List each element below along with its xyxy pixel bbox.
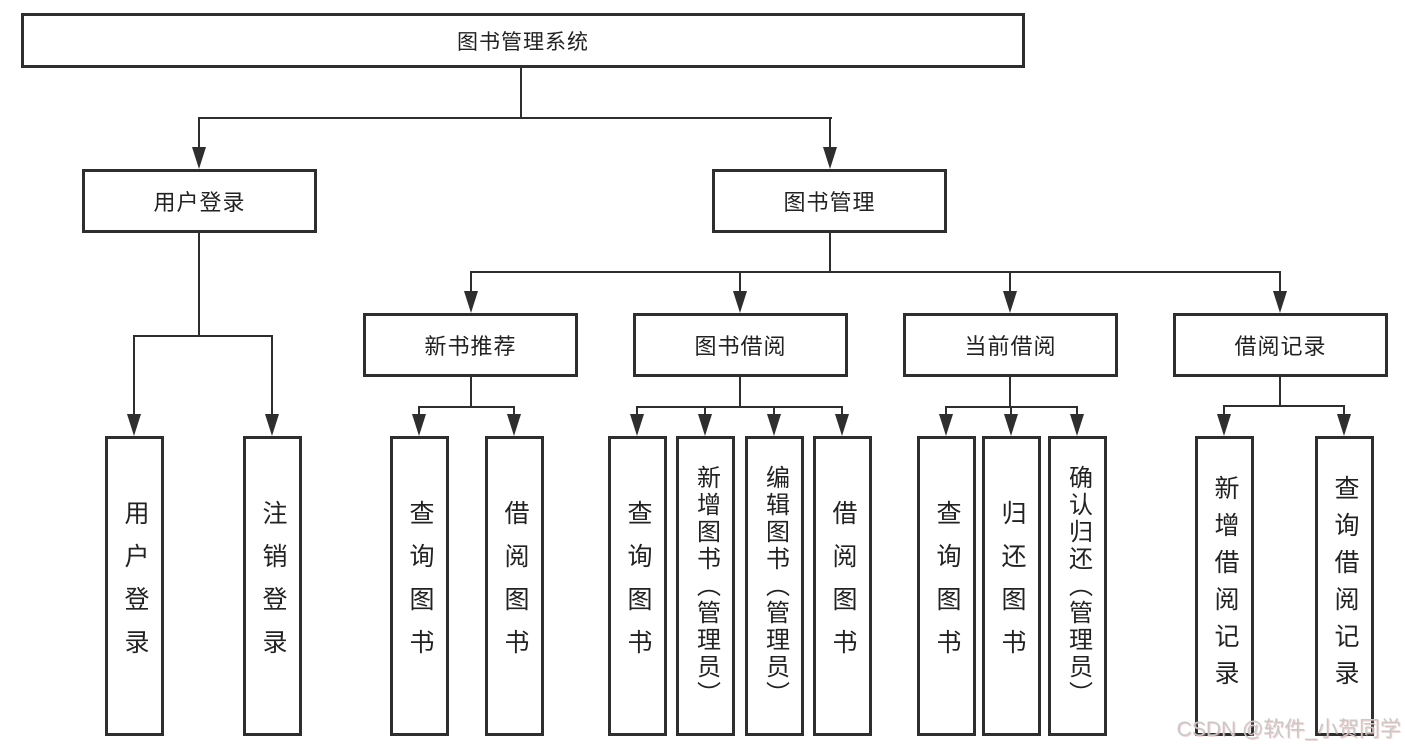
- leaf-label: 注销登录: [259, 500, 287, 672]
- node-user-login: 用户登录: [82, 169, 317, 233]
- connector-line: [773, 406, 775, 418]
- leaf-newbook-borrow-books: 借阅图书: [485, 436, 544, 736]
- connector-line: [198, 117, 832, 119]
- leaf-add-books-admin: 新增图书（管理员）: [676, 436, 735, 736]
- connector-line: [418, 406, 515, 408]
- node-label: 用户登录: [153, 190, 246, 215]
- connector-line: [829, 117, 831, 149]
- connector-line: [1223, 405, 1345, 407]
- leaf-label: 归还图书: [998, 500, 1026, 672]
- leaf-label: 查询图书: [624, 500, 652, 672]
- leaf-label: 查询借阅记录: [1331, 475, 1359, 697]
- connector-line: [1279, 377, 1281, 406]
- node-label: 当前借阅: [964, 334, 1057, 359]
- connector-line: [470, 271, 472, 293]
- leaf-current-query-books: 查询图书: [917, 436, 976, 736]
- leaf-add-borrow-record: 新增借阅记录: [1195, 436, 1254, 736]
- connector-line: [470, 377, 472, 407]
- arrow-down-icon: [412, 414, 426, 436]
- arrow-down-icon: [1273, 291, 1287, 313]
- arrow-down-icon: [265, 414, 279, 436]
- connector-line: [945, 406, 947, 418]
- arrow-down-icon: [823, 147, 837, 169]
- arrow-down-icon: [192, 147, 206, 169]
- connector-line: [704, 406, 706, 418]
- connector-line: [198, 117, 200, 149]
- leaf-return-books: 归还图书: [982, 436, 1041, 736]
- connector-line: [636, 406, 638, 418]
- arrow-down-icon: [630, 414, 644, 436]
- leaf-label: 用户登录: [121, 500, 149, 672]
- leaf-label: 查询图书: [406, 500, 434, 672]
- connector-line: [133, 335, 135, 417]
- connector-line: [1076, 406, 1078, 418]
- leaf-label: 确认归还（管理员）: [1064, 464, 1092, 708]
- arrow-down-icon: [1003, 291, 1017, 313]
- leaf-label: 编辑图书（管理员）: [761, 464, 789, 708]
- arrow-down-icon: [1070, 414, 1084, 436]
- arrow-down-icon: [1217, 414, 1231, 436]
- arrow-down-icon: [127, 414, 141, 436]
- connector-line: [513, 406, 515, 418]
- arrow-down-icon: [835, 414, 849, 436]
- csdn-watermark: CSDN @软件_小贺同学: [1176, 718, 1401, 741]
- node-book-borrow: 图书借阅: [633, 313, 848, 377]
- connector-line: [1009, 271, 1011, 293]
- leaf-label: 新增图书（管理员）: [692, 464, 720, 708]
- arrow-down-icon: [1004, 414, 1018, 436]
- node-new-book-recommend: 新书推荐: [363, 313, 578, 377]
- leaf-query-borrow-record: 查询借阅记录: [1315, 436, 1374, 736]
- connector-line: [1010, 406, 1012, 418]
- leaf-label: 借阅图书: [829, 500, 857, 672]
- connector-line: [739, 377, 741, 407]
- connector-line: [1009, 377, 1011, 407]
- arrow-down-icon: [939, 414, 953, 436]
- leaf-label: 查询图书: [933, 500, 961, 672]
- leaf-label: 借阅图书: [501, 500, 529, 672]
- node-label: 图书管理: [783, 190, 876, 215]
- connector-line: [1223, 405, 1225, 418]
- connector-line: [418, 406, 420, 418]
- leaf-borrow-borrow-books: 借阅图书: [813, 436, 872, 736]
- leaf-logout: 注销登录: [243, 436, 302, 736]
- connector-line: [636, 406, 843, 408]
- node-library-management-system: 图书管理系统: [21, 13, 1025, 68]
- connector-line: [470, 271, 1281, 273]
- arrow-down-icon: [767, 414, 781, 436]
- connector-line: [271, 335, 273, 417]
- connector-line: [829, 233, 831, 273]
- connector-line: [739, 271, 741, 293]
- leaf-edit-books-admin: 编辑图书（管理员）: [745, 436, 804, 736]
- connector-line: [198, 233, 200, 336]
- leaf-borrow-query-books: 查询图书: [608, 436, 667, 736]
- arrow-down-icon: [733, 291, 747, 313]
- node-label: 借阅记录: [1234, 334, 1327, 359]
- arrow-down-icon: [464, 291, 478, 313]
- node-borrow-records: 借阅记录: [1173, 313, 1388, 377]
- node-label: 图书借阅: [694, 334, 787, 359]
- connector-line: [133, 335, 273, 337]
- leaf-newbook-query-books: 查询图书: [390, 436, 449, 736]
- node-current-borrow: 当前借阅: [903, 313, 1118, 377]
- arrow-down-icon: [1337, 414, 1351, 436]
- node-book-management: 图书管理: [712, 169, 947, 233]
- node-label: 新书推荐: [424, 334, 517, 359]
- leaf-user-login: 用户登录: [105, 436, 164, 736]
- connector-line: [1343, 405, 1345, 418]
- leaf-label: 新增借阅记录: [1211, 475, 1239, 697]
- arrow-down-icon: [507, 414, 521, 436]
- node-label: 图书管理系统: [457, 30, 589, 54]
- connector-line: [1279, 271, 1281, 293]
- connector-line: [841, 406, 843, 418]
- leaf-confirm-return-admin: 确认归还（管理员）: [1048, 436, 1107, 736]
- connector-line: [520, 68, 522, 118]
- arrow-down-icon: [698, 414, 712, 436]
